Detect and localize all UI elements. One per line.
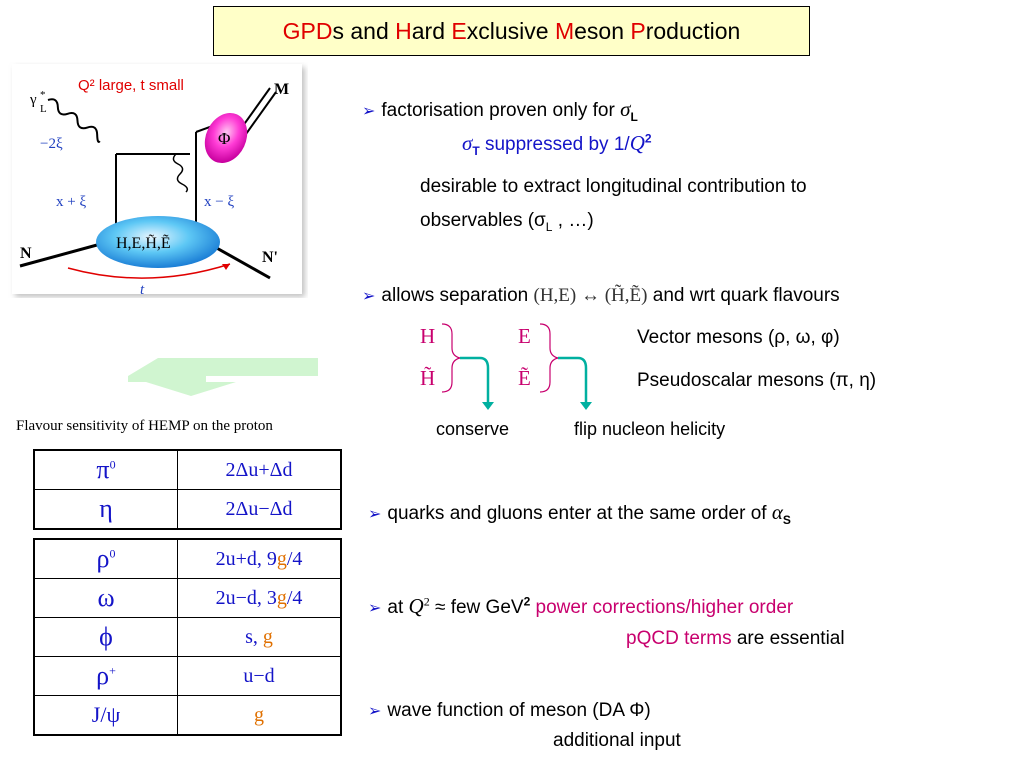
t-label: t	[140, 282, 145, 298]
bullet-alpha-s: ➢quarks and gluons enter at the same ord…	[368, 500, 791, 527]
meson-cell: ρ0	[33, 538, 178, 579]
title-text: GPDs and Hard Exclusive Meson Production	[283, 18, 741, 45]
gpd-E-tilde: Ẽ	[518, 366, 531, 390]
nucleon-in-label: N	[20, 245, 32, 262]
flavour-cell: s, g	[177, 617, 342, 657]
pqcd-essential: pQCD terms are essential	[626, 628, 845, 649]
gpd-H: H	[420, 324, 436, 348]
gpd-blob	[96, 216, 220, 268]
flavour-cell: 2Δu−Δd	[177, 489, 342, 530]
meson-cell: π0	[33, 449, 178, 490]
photon-line	[47, 98, 101, 143]
meson-label: M	[274, 81, 289, 98]
hemp-feynman-diagram: γ * L Q² large, t small −2ξ M Φ x + ξ x …	[12, 64, 302, 298]
desirable-line1: desirable to extract longitudinal contri…	[420, 176, 807, 197]
kin-label: Q² large, t small	[78, 77, 184, 94]
nucleon-out-label: N'	[262, 249, 278, 266]
gpd-E: E	[518, 324, 531, 348]
title-part: roduction	[645, 17, 741, 44]
vector-mesons: Vector mesons (ρ, ω, φ)	[637, 327, 840, 348]
title-part: E	[451, 17, 467, 44]
bullet-arrow-icon: ➢	[362, 103, 376, 120]
down-arrow-icon	[128, 358, 318, 396]
title-part: eson	[574, 17, 631, 44]
flavour-cell: u−d	[177, 656, 342, 696]
bullet-separation: ➢allows separation (H,E) ↔ (H̃,Ẽ) and wr…	[362, 285, 840, 306]
title-part: M	[554, 17, 575, 44]
sigma-t-suppressed: σT suppressed by 1/Q2	[462, 131, 652, 158]
flip-label: flip nucleon helicity	[574, 419, 726, 439]
table-caption: Flavour sensitivity of HEMP on the proto…	[16, 418, 273, 434]
meson-cell: J/ψ	[33, 695, 178, 736]
flavour-cell: 2u+d, 9g/4	[177, 538, 342, 579]
meson-cell: ω	[33, 578, 178, 618]
page-title: GPDs and Hard Exclusive Meson Production	[213, 6, 810, 56]
t-arrow	[67, 263, 231, 279]
bullet-power-corrections: ➢at Q2 ≈ few GeV2 power corrections/high…	[368, 594, 794, 618]
x-minus-label: x − ξ	[204, 194, 234, 210]
title-part: P	[630, 17, 646, 44]
helicity-brackets	[441, 323, 592, 410]
title-part: GPD	[282, 17, 333, 44]
svg-text:Φ: Φ	[218, 129, 230, 148]
photon-label: γ	[29, 92, 37, 108]
conserve-label: conserve	[436, 419, 510, 439]
additional-input: additional input	[553, 730, 681, 751]
flavour-cell: 2Δu+Δd	[177, 449, 342, 490]
meson-cell: ϕ	[33, 617, 178, 657]
meson-cell: η	[33, 489, 178, 530]
pseudoscalar-mesons: Pseudoscalar mesons (π, η)	[637, 370, 877, 391]
x-plus-label: x + ξ	[56, 194, 86, 210]
desirable-line2: observables (σL , …)	[420, 210, 594, 234]
flavour-cell: g	[177, 695, 342, 736]
gpd-H-tilde: H̃	[420, 366, 436, 390]
title-part: xclusive	[466, 17, 555, 44]
bullet-wave-function: ➢wave function of meson (DA Φ)	[368, 700, 651, 721]
table-row: ρ+u−d	[33, 656, 342, 696]
flavour-cell: 2u−d, 3g/4	[177, 578, 342, 618]
bullet-factorisation: ➢factorisation proven only for σL	[362, 97, 638, 124]
title-part: H	[395, 17, 412, 44]
title-part: ard	[411, 17, 452, 44]
svg-text:H,E,H̃,Ẽ: H,E,H̃,Ẽ	[116, 234, 171, 252]
da-blob	[204, 112, 248, 164]
svg-text:L: L	[40, 103, 47, 115]
meson-cell: ρ+	[33, 656, 178, 696]
svg-text:*: *	[40, 89, 46, 101]
minus2xi-label: −2ξ	[40, 136, 63, 152]
title-part: s and	[332, 17, 396, 44]
